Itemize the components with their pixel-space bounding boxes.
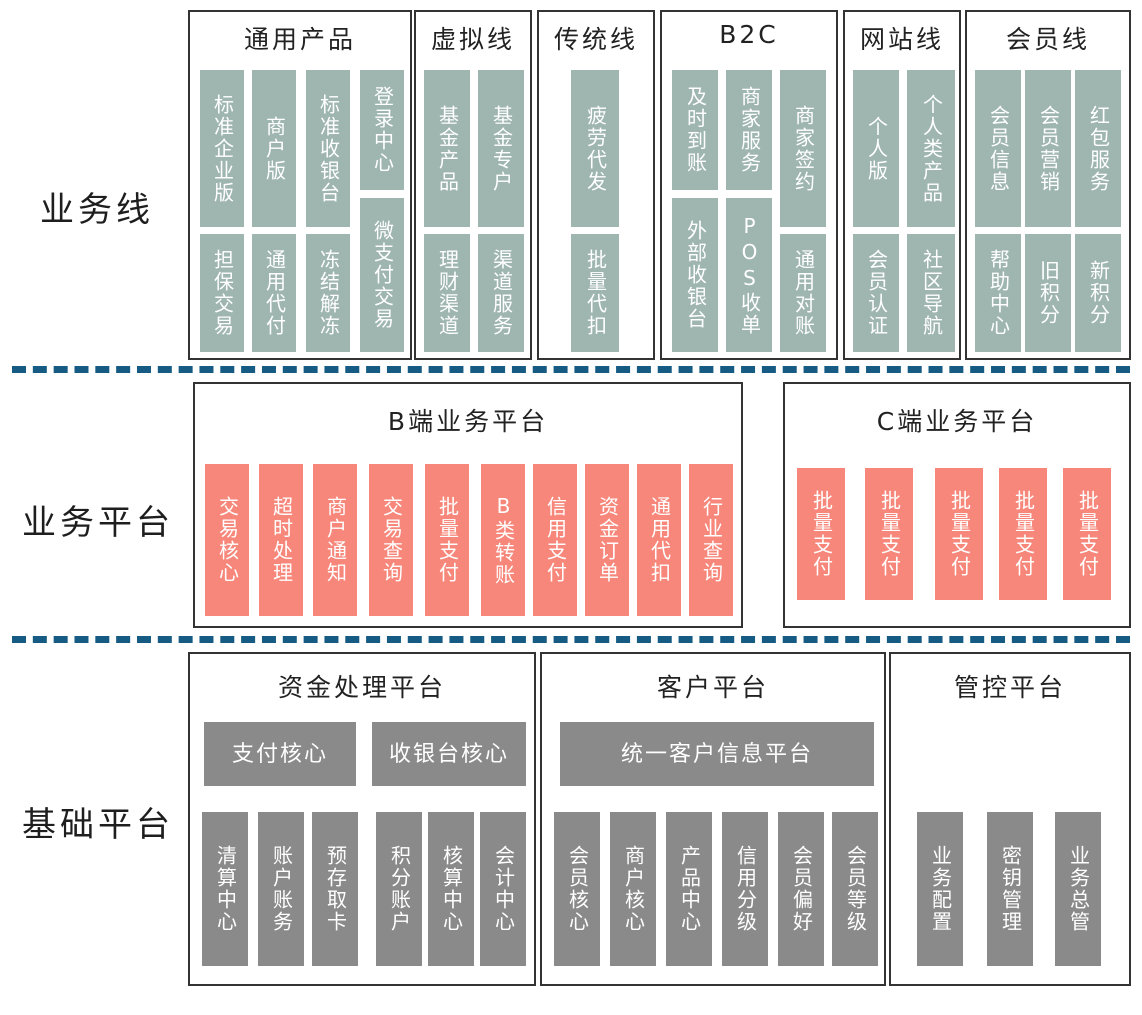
c-platform-tile: 批量支付 bbox=[999, 468, 1047, 600]
customer-tile: 会员等级 bbox=[832, 812, 878, 966]
b-platform-tile: 交易核心 bbox=[205, 464, 249, 616]
business-tile: 登录中心 bbox=[360, 70, 404, 190]
business-line-title: 通用产品 bbox=[243, 25, 356, 54]
business-tile: 商户版 bbox=[252, 70, 296, 227]
business-tile: 帮助中心 bbox=[975, 234, 1021, 352]
fund-core-tile: 收银台核心 bbox=[372, 722, 526, 786]
row-label-base-platform: 基础平台 bbox=[22, 805, 174, 845]
control-platform-title: 管控平台 bbox=[953, 673, 1066, 702]
b-platform-tile: B类转账 bbox=[481, 464, 525, 616]
business-tile: 外部收银台 bbox=[672, 198, 718, 352]
business-line-website: 网站线 个人版 个人类产品 会员认证 社区导航 bbox=[843, 10, 961, 360]
fund-tile: 积分账户 bbox=[376, 812, 422, 966]
fund-tile: 会计中心 bbox=[480, 812, 526, 966]
customer-tile: 会员偏好 bbox=[778, 812, 824, 966]
business-tile: 理财渠道 bbox=[424, 234, 470, 352]
business-tile: 基金专户 bbox=[478, 70, 524, 227]
row-label-business-platform: 业务平台 bbox=[22, 503, 174, 543]
customer-tile: 产品中心 bbox=[666, 812, 712, 966]
business-line-general-products: 通用产品 标准企业版 商户版 标准收银台 登录中心 担保交易 通用代付 冻结解冻… bbox=[188, 10, 412, 360]
b-platform-tile: 资金订单 bbox=[585, 464, 629, 616]
section-divider-top bbox=[12, 366, 1130, 373]
b-platform-tile: 批量支付 bbox=[425, 464, 469, 616]
fund-processing-platform: 资金处理平台 支付核心 收银台核心 清算中心 账户账务 预存取卡 积分账户 核算… bbox=[188, 652, 536, 986]
business-line-traditional: 传统线 疲劳代发 批量代扣 bbox=[537, 10, 655, 360]
section-divider-bottom bbox=[12, 636, 1130, 643]
customer-core-tile: 统一客户信息平台 bbox=[560, 722, 874, 786]
business-line-title: 虚拟线 bbox=[430, 25, 515, 54]
business-tile: 基金产品 bbox=[424, 70, 470, 227]
business-tile: 担保交易 bbox=[200, 234, 244, 352]
b-end-business-platform: B端业务平台 交易核心 超时处理 商户通知 交易查询 批量支付 B类转账 信用支… bbox=[193, 382, 743, 628]
customer-platform: 客户平台 统一客户信息平台 会员核心 商户核心 产品中心 信用分级 会员偏好 会… bbox=[540, 652, 886, 986]
business-tile: 个人类产品 bbox=[907, 70, 955, 227]
fund-tile: 预存取卡 bbox=[312, 812, 358, 966]
fund-tile: 核算中心 bbox=[428, 812, 474, 966]
b-platform-tile: 行业查询 bbox=[689, 464, 733, 616]
b-platform-tile: 交易查询 bbox=[369, 464, 413, 616]
b-platform-tile: 超时处理 bbox=[259, 464, 303, 616]
business-tile: 会员认证 bbox=[853, 234, 899, 352]
business-tile: 新积分 bbox=[1075, 234, 1121, 352]
b-platform-tile: 信用支付 bbox=[533, 464, 577, 616]
business-tile: 疲劳代发 bbox=[571, 70, 619, 227]
business-tile: 旧积分 bbox=[1025, 234, 1071, 352]
business-tile: 冻结解冻 bbox=[306, 234, 350, 352]
business-tile: 标准收银台 bbox=[306, 70, 350, 227]
business-tile: 商家服务 bbox=[726, 70, 772, 190]
business-line-member: 会员线 会员信息 会员营销 红包服务 帮助中心 旧积分 新积分 bbox=[965, 10, 1131, 360]
c-platform-tile: 批量支付 bbox=[1063, 468, 1111, 600]
business-line-title: 会员线 bbox=[1005, 25, 1090, 54]
business-tile: 社区导航 bbox=[907, 234, 955, 352]
business-tile: POS收单 bbox=[726, 198, 772, 352]
customer-tile: 会员核心 bbox=[554, 812, 600, 966]
business-tile: 及时到账 bbox=[672, 70, 718, 190]
business-line-title: 网站线 bbox=[859, 25, 944, 54]
c-platform-tile: 批量支付 bbox=[935, 468, 983, 600]
b-platform-tile: 通用代扣 bbox=[637, 464, 681, 616]
control-platform: 管控平台 业务配置 密钥管理 业务总管 bbox=[889, 652, 1131, 986]
business-tile: 标准企业版 bbox=[200, 70, 244, 227]
row-label-business-line: 业务线 bbox=[40, 190, 154, 230]
c-end-business-platform: C端业务平台 批量支付 批量支付 批量支付 批量支付 批量支付 bbox=[783, 382, 1131, 628]
fund-tile: 清算中心 bbox=[202, 812, 248, 966]
business-tile: 会员营销 bbox=[1025, 70, 1071, 227]
customer-tile: 商户核心 bbox=[610, 812, 656, 966]
business-line-title: 传统线 bbox=[553, 25, 638, 54]
c-platform-tile: 批量支付 bbox=[865, 468, 913, 600]
business-tile: 微支付交易 bbox=[360, 198, 404, 352]
c-platform-tile: 批量支付 bbox=[797, 468, 845, 600]
business-line-title: B2C bbox=[719, 20, 779, 49]
business-tile: 商家签约 bbox=[780, 70, 826, 227]
business-tile: 渠道服务 bbox=[478, 234, 524, 352]
business-tile: 红包服务 bbox=[1075, 70, 1121, 227]
business-tile: 通用代付 bbox=[252, 234, 296, 352]
b-platform-title: B端业务平台 bbox=[387, 407, 549, 436]
control-tile: 密钥管理 bbox=[987, 812, 1033, 966]
fund-platform-title: 资金处理平台 bbox=[277, 673, 446, 702]
fund-core-tile: 支付核心 bbox=[204, 722, 356, 786]
control-tile: 业务总管 bbox=[1055, 812, 1101, 966]
business-line-b2c: B2C 及时到账 商家服务 商家签约 外部收银台 POS收单 通用对账 bbox=[660, 10, 838, 360]
customer-platform-title: 客户平台 bbox=[656, 673, 769, 702]
business-line-virtual: 虚拟线 基金产品 基金专户 理财渠道 渠道服务 bbox=[414, 10, 532, 360]
b-platform-tile: 商户通知 bbox=[313, 464, 357, 616]
business-tile: 通用对账 bbox=[780, 234, 826, 352]
c-platform-title: C端业务平台 bbox=[876, 407, 1038, 436]
fund-tile: 账户账务 bbox=[258, 812, 304, 966]
business-tile: 个人版 bbox=[853, 70, 899, 227]
business-tile: 会员信息 bbox=[975, 70, 1021, 227]
control-tile: 业务配置 bbox=[917, 812, 963, 966]
customer-tile: 信用分级 bbox=[722, 812, 768, 966]
business-tile: 批量代扣 bbox=[571, 234, 619, 352]
